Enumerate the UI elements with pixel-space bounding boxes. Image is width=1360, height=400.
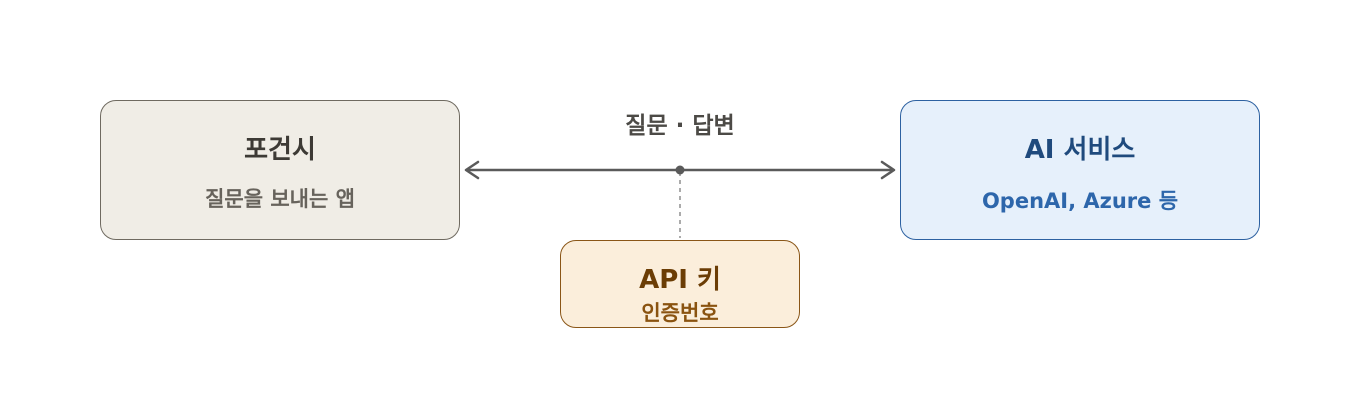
ai-service-box: AI 서비스 OpenAI, Azure 등: [900, 100, 1260, 240]
api-key-box: API 키 인증번호: [560, 240, 800, 328]
api-key-title: API 키: [639, 265, 721, 295]
arrow-head-left: [464, 160, 480, 180]
arrow-head-right: [880, 160, 896, 180]
ai-service-subtitle: OpenAI, Azure 등: [981, 189, 1179, 213]
api-key-subtitle: 인증번호: [641, 301, 719, 325]
client-app-subtitle: 질문을 보내는 앱: [205, 187, 355, 211]
client-app-box: 포건시 질문을 보내는 앱: [100, 100, 460, 240]
client-app-title: 포건시: [244, 135, 316, 165]
junction-dot: [675, 165, 685, 175]
ai-service-title: AI 서비스: [1024, 135, 1136, 165]
connection-label: 질문 · 답변: [625, 113, 735, 139]
